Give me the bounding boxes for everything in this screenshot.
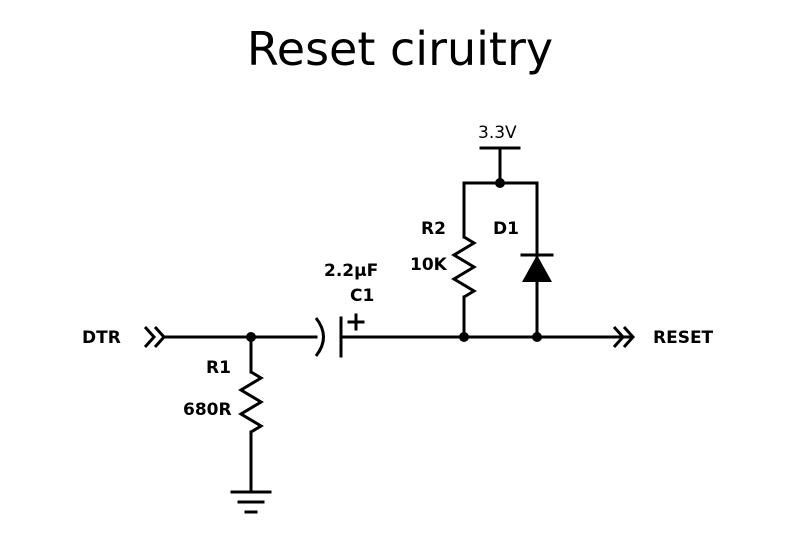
dtr-connector-icon (143, 325, 167, 349)
c1-ref-label: C1 (350, 286, 374, 306)
d1-diode-icon (520, 253, 554, 282)
reset-label: RESET (653, 328, 714, 348)
junction-r2 (459, 332, 469, 342)
c1-value-label: 2.2μF (324, 261, 378, 281)
dtr-label: DTR (82, 328, 121, 348)
junction-supply (495, 178, 505, 188)
r2-resistor-icon (451, 235, 477, 299)
r1-value-label: 680R (183, 400, 232, 420)
d1-ref-label: D1 (493, 219, 519, 239)
r2-ref-label: R2 (421, 219, 446, 239)
supply-label: 3.3V (478, 123, 517, 143)
reset-connector-icon (612, 325, 636, 349)
r1-resistor-icon (238, 370, 264, 434)
junction-d1 (532, 332, 542, 342)
r1-ref-label: R1 (206, 358, 231, 378)
diagram-title: Reset ciruitry (246, 22, 554, 76)
r2-value-label: 10K (410, 255, 448, 275)
ground-icon (230, 490, 272, 514)
